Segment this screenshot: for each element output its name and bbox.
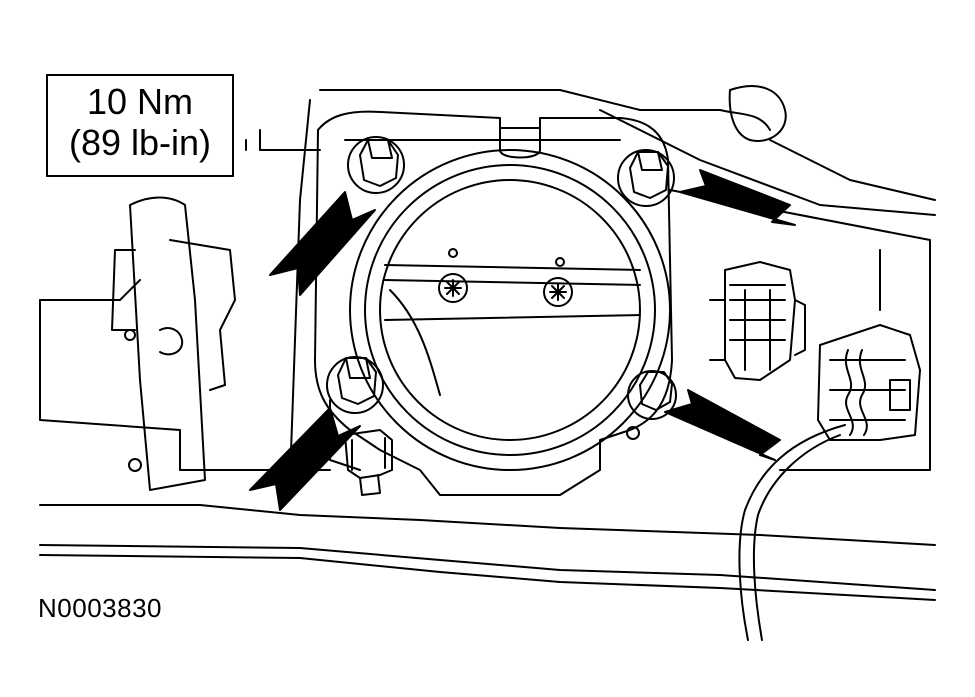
wiring-harness-wire [738, 424, 846, 641]
bolt-lower-right [627, 370, 677, 420]
callout-arrow-upper-left [269, 191, 376, 296]
bolt-upper-right [617, 149, 675, 207]
callout-arrow-lower-left [249, 407, 361, 511]
harness-connector [817, 324, 921, 441]
throttle-actuator-bracket [111, 196, 236, 491]
torque-imperial-value: (89 lb-in) [68, 122, 212, 163]
lower-sensor [344, 426, 640, 496]
bolt-upper-left [347, 136, 405, 194]
callout-arrow-lower-right [664, 389, 781, 461]
callout-arrow-upper-right [679, 169, 796, 226]
figure-id-label: N0003830 [38, 593, 162, 623]
bolt-lower-left [326, 356, 384, 414]
torque-metric-value: 10 Nm [86, 81, 194, 122]
torque-spec-box: 10 Nm (89 lb-in) [46, 74, 234, 177]
throttle-body-connector [709, 261, 806, 381]
throttle-bore [349, 149, 671, 471]
throttle-plate-screw-right [543, 277, 573, 307]
intake-manifold [39, 85, 936, 601]
throttle-plate-screw-left [438, 273, 468, 303]
